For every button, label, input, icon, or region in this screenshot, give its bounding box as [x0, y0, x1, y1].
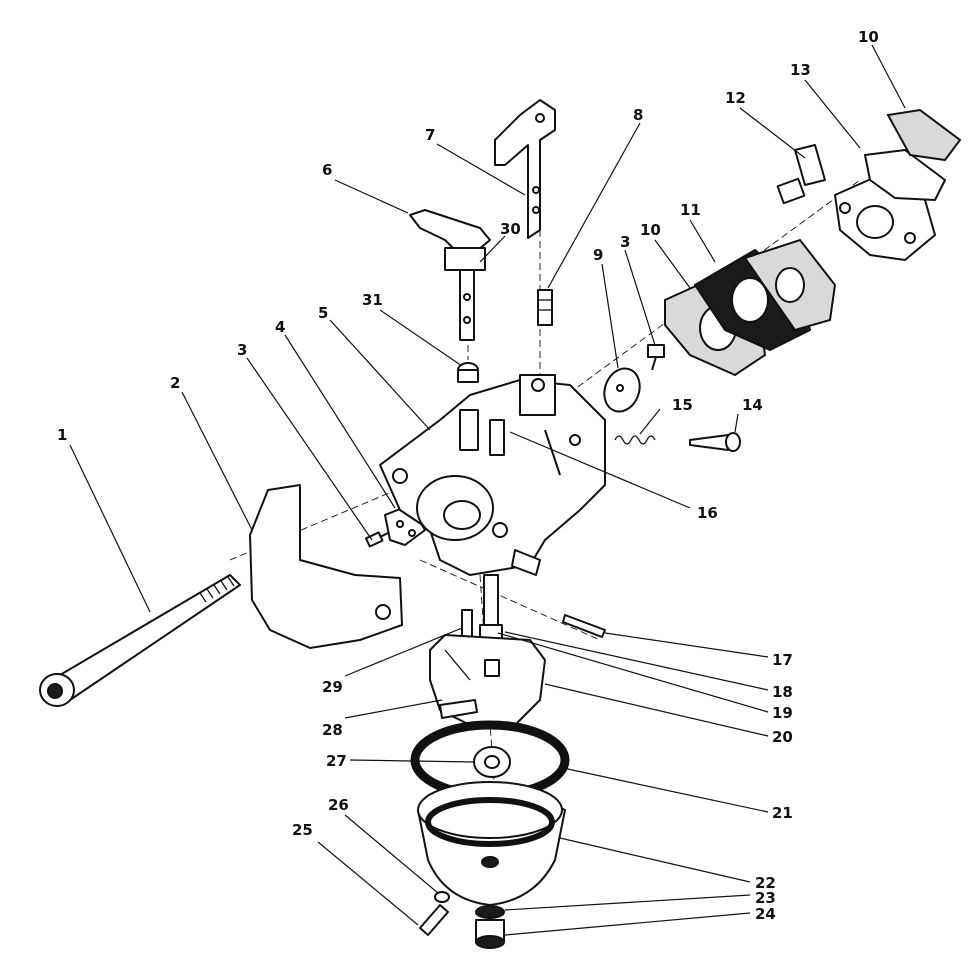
part-2-shield-bracket — [249, 484, 403, 649]
callout-16: 16 — [697, 504, 718, 522]
callout-20: 20 — [772, 728, 793, 746]
part-10-gasket-upper — [886, 108, 962, 162]
callout-21: 21 — [772, 804, 793, 822]
part-12-bolt — [776, 144, 826, 205]
callout-11: 11 — [680, 201, 701, 219]
callout-18: 18 — [772, 683, 793, 701]
callout-31: 31 — [362, 291, 383, 309]
callout-26: 26 — [328, 796, 349, 814]
callout-12: 12 — [725, 89, 746, 107]
callout-25: 25 — [292, 821, 313, 839]
part-7-throttle-shaft — [494, 99, 556, 239]
part-9-throttle-plate — [603, 367, 641, 413]
part-11-spacer — [693, 238, 837, 352]
callout-7: 7 — [425, 126, 435, 144]
part-6-choke-lever — [409, 209, 491, 341]
callout-14: 14 — [742, 396, 763, 414]
callout-6: 6 — [322, 161, 332, 179]
part-28-float-pin — [439, 699, 478, 719]
callout-3-upper: 3 — [620, 233, 630, 251]
part-24-bowl-nut — [475, 919, 505, 949]
part-17-pin — [562, 614, 606, 638]
callout-10-lower: 10 — [640, 221, 661, 239]
part-13-adapter — [834, 149, 946, 261]
part-15-spring — [614, 435, 656, 445]
callout-13: 13 — [790, 61, 811, 79]
callout-3: 3 — [237, 341, 247, 359]
callout-5: 5 — [318, 304, 328, 322]
callout-22: 22 — [755, 874, 776, 892]
callout-23: 23 — [755, 889, 776, 907]
callout-17: 17 — [772, 651, 793, 669]
part-23-washer — [475, 905, 505, 919]
callout-labels: 1 2 3 4 5 6 7 8 9 3 10 11 12 13 10 14 15… — [57, 28, 879, 923]
part-3-small-screw-left — [364, 531, 391, 548]
part-3-small-screw-upper — [647, 344, 665, 371]
part-31-bushing — [457, 362, 479, 383]
part-25-screw — [419, 904, 449, 936]
callout-29: 29 — [322, 678, 343, 696]
callout-24: 24 — [755, 905, 776, 923]
part-14-adjustment-screw — [689, 432, 741, 452]
callout-8: 8 — [633, 106, 643, 124]
callout-30: 30 — [500, 220, 521, 238]
callout-10-upper: 10 — [858, 28, 879, 46]
callout-28: 28 — [322, 721, 343, 739]
part-26-washer — [434, 891, 450, 903]
part-19-seat — [479, 574, 503, 646]
part-8-screw — [537, 289, 553, 326]
callout-9: 9 — [593, 246, 603, 264]
part-27-spacer — [473, 746, 511, 778]
callout-19: 19 — [772, 704, 793, 722]
part-5-carburetor-body — [379, 374, 606, 576]
callout-2: 2 — [170, 374, 180, 392]
callout-4: 4 — [275, 318, 285, 336]
callout-1: 1 — [57, 426, 67, 444]
leader-lines — [69, 44, 906, 936]
callout-27: 27 — [326, 752, 347, 770]
screw-thread-marks — [199, 576, 235, 603]
part-1-long-screw — [39, 574, 241, 707]
part-22-float-bowl — [417, 781, 566, 906]
callout-15: 15 — [672, 396, 693, 414]
